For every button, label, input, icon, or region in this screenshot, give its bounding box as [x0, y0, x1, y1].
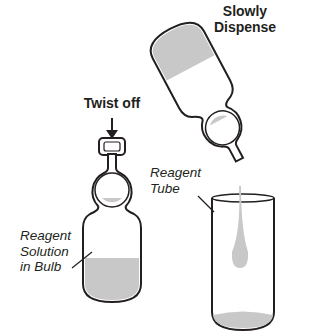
arrow — [111, 118, 113, 131]
drop — [232, 186, 248, 268]
instruction-label: Twist off — [72, 95, 152, 111]
part-label: Reagent Solution in Bulb — [20, 228, 80, 275]
instruction-label: Slowly Dispense — [200, 3, 290, 35]
leader-line — [198, 196, 214, 212]
part-label: Reagent Tube — [150, 165, 212, 196]
ampoule — [144, 15, 265, 173]
arrowhead — [106, 130, 118, 139]
ampoule — [83, 138, 141, 302]
leader-line — [72, 252, 92, 268]
